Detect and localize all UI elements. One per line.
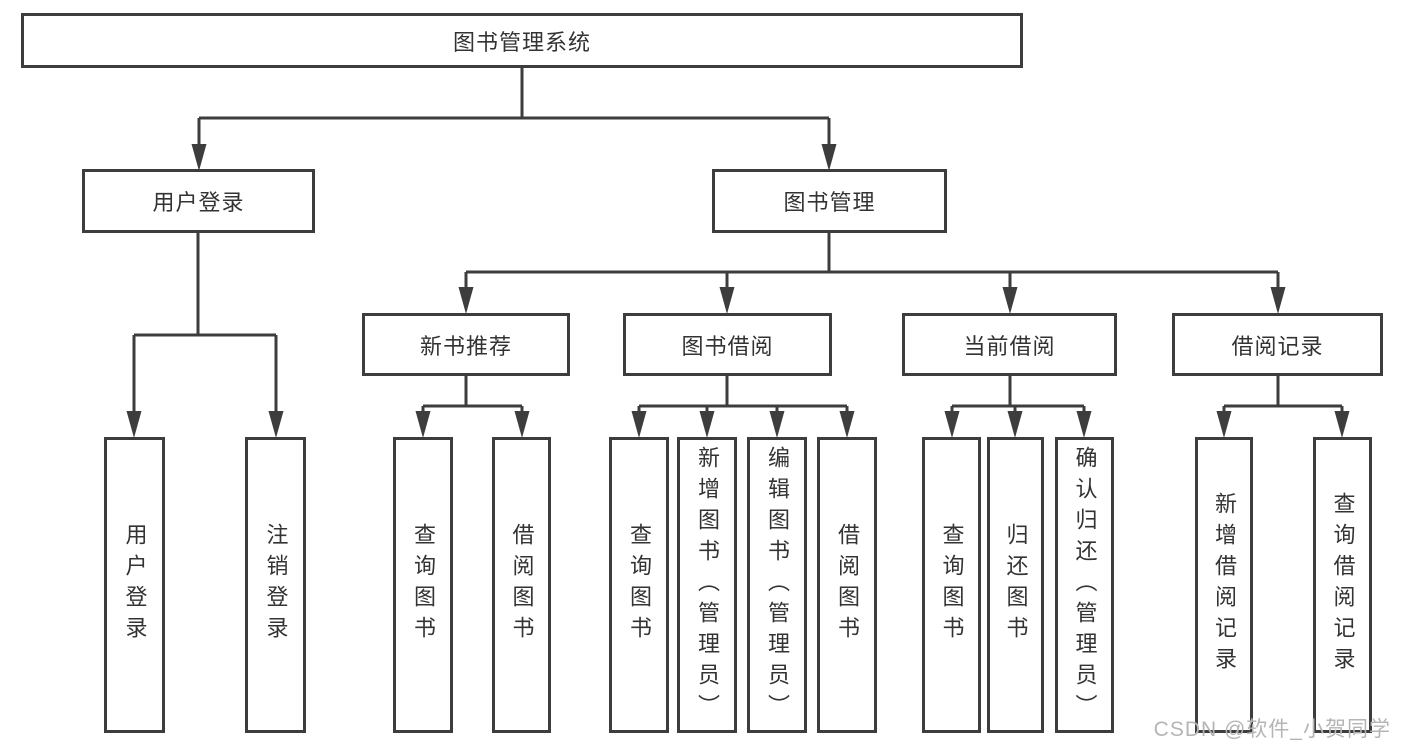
leaf-return-books: 归还图书 <box>987 437 1044 733</box>
csdn-watermark: CSDN @软件_小贺同学 <box>1153 718 1391 741</box>
leaf-current-query-books: 查询图书 <box>922 437 981 733</box>
node-user-login: 用户登录 <box>82 169 315 233</box>
node-book-borrow: 图书借阅 <box>623 313 832 376</box>
arrowheads <box>126 144 1350 438</box>
node-new-book-recommend: 新书推荐 <box>362 313 570 376</box>
leaf-newbook-query-books: 查询图书 <box>393 437 453 733</box>
node-borrow-records: 借阅记录 <box>1172 313 1383 376</box>
leaf-add-borrow-record: 新增借阅记录 <box>1195 437 1253 733</box>
node-book-management: 图书管理 <box>712 169 947 233</box>
leaf-borrow-borrow-books: 借阅图书 <box>817 437 877 733</box>
leaf-query-borrow-record: 查询借阅记录 <box>1313 437 1372 733</box>
leaf-edit-books-admin: 编辑图书（管理员） <box>747 437 807 733</box>
leaf-user-login: 用户登录 <box>104 437 165 733</box>
leaf-logout: 注销登录 <box>245 437 306 733</box>
leaf-newbook-borrow-books: 借阅图书 <box>492 437 551 733</box>
leaf-add-books-admin: 新增图书（管理员） <box>677 437 737 733</box>
node-root-system: 图书管理系统 <box>21 13 1023 68</box>
leaf-confirm-return-admin: 确认归还（管理员） <box>1055 437 1114 733</box>
node-current-borrow: 当前借阅 <box>902 313 1117 376</box>
leaf-borrow-query-books: 查询图书 <box>609 437 669 733</box>
